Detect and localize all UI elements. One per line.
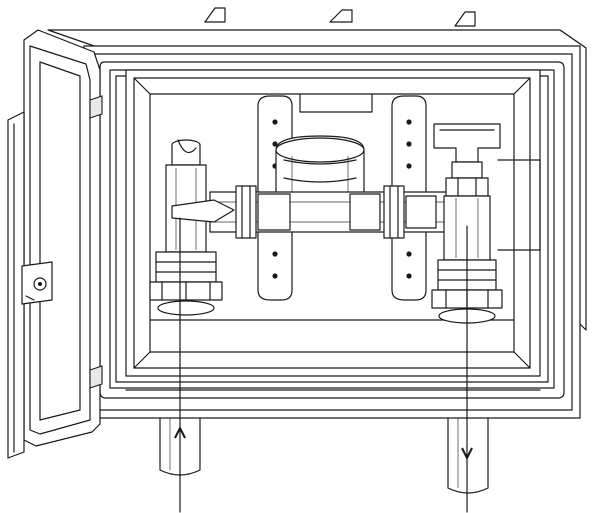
door-latch — [21, 261, 53, 305]
open-door — [7, 29, 103, 459]
arrow-down-icon — [461, 447, 473, 459]
arrow-up-icon — [174, 427, 186, 439]
inlet-flow-line — [174, 217, 186, 513]
outlet-flow-line — [461, 225, 473, 513]
horizontal-pipe-run — [209, 185, 467, 239]
top-mounting-tabs — [204, 7, 476, 27]
inlet-valve-assembly — [149, 139, 235, 316]
